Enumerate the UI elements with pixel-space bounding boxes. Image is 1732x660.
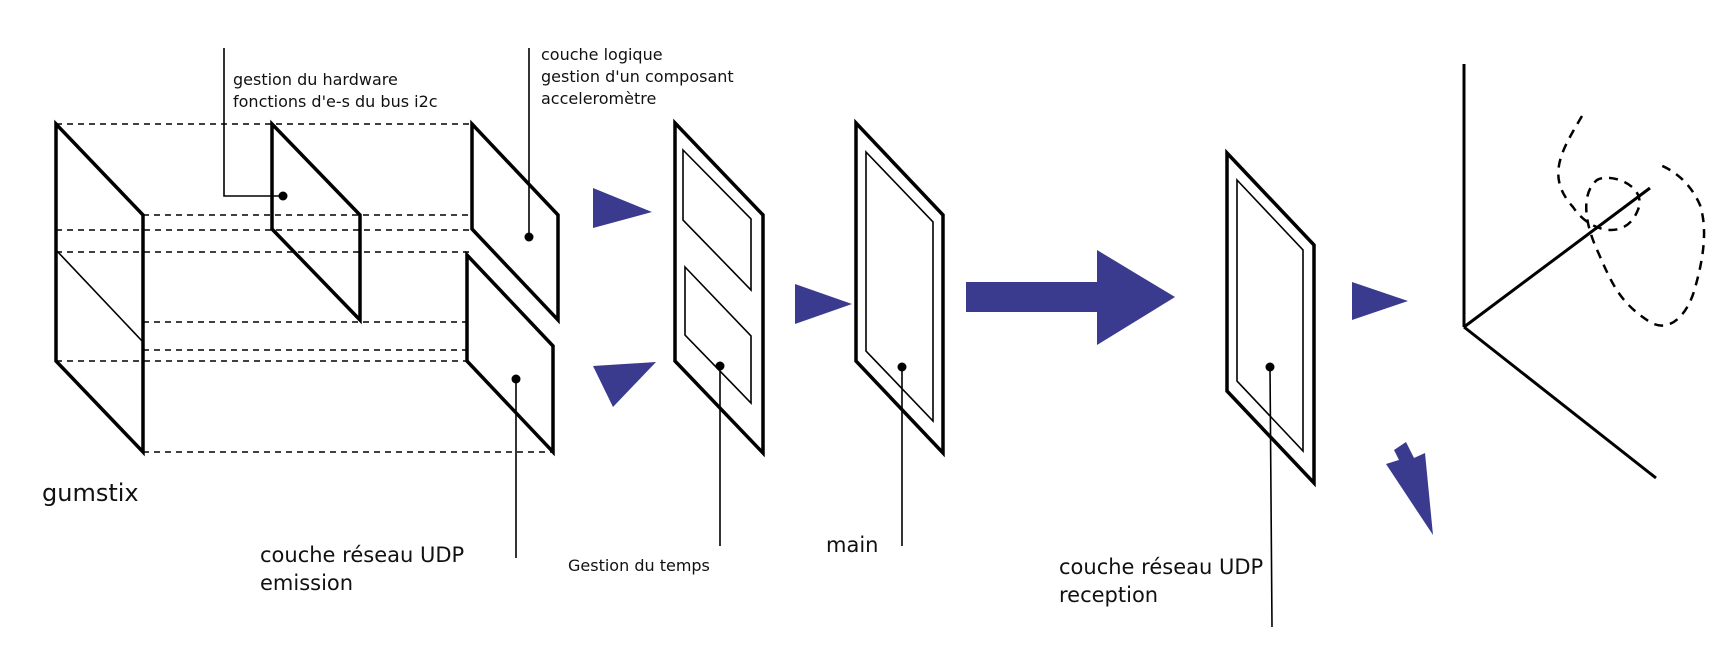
arrow-down-right-icon <box>1386 442 1433 535</box>
logic-label: couche logique gestion d'un composant ac… <box>541 44 734 110</box>
arrow-upright-icon <box>593 362 656 407</box>
hardware-label-line-1: gestion du hardware <box>233 70 398 89</box>
udp-emission-label-line-1: couche réseau UDP <box>260 543 465 567</box>
logic-label-line-2: gestion d'un composant <box>541 67 734 86</box>
udp-reception-label-line-2: reception <box>1059 583 1159 607</box>
main-panel <box>854 118 945 546</box>
hardware-label: gestion du hardware fonctions d'e-s du b… <box>233 69 438 113</box>
network-arrow-icon <box>966 250 1175 345</box>
dashed-guides <box>56 123 553 453</box>
logic-layer-panel <box>470 48 560 325</box>
time-label: Gestion du temps <box>568 556 710 575</box>
axes-3d-icon <box>1462 64 1706 480</box>
udp-emission-label-line-2: emission <box>260 571 354 595</box>
time-panel <box>673 118 765 546</box>
udp-emission-label: couche réseau UDP emission <box>260 541 464 597</box>
udp-reception-label: couche réseau UDP reception <box>1059 553 1263 609</box>
main-label: main <box>826 533 879 557</box>
gumstix-label: gumstix <box>42 479 139 507</box>
hardware-label-line-2: fonctions d'e-s du bus i2c <box>233 92 438 111</box>
arrow-right-icon <box>1352 282 1408 320</box>
arrow-right-icon <box>795 284 852 324</box>
udp-emission-panel <box>465 250 555 558</box>
arrow-right-icon <box>593 188 652 228</box>
logic-label-line-3: acceleromètre <box>541 89 657 108</box>
udp-reception-panel <box>1225 148 1316 628</box>
gumstix-panel <box>54 119 145 457</box>
hardware-layer-panel <box>223 48 362 325</box>
logic-label-line-1: couche logique <box>541 45 663 64</box>
udp-reception-label-line-1: couche réseau UDP <box>1059 555 1264 579</box>
